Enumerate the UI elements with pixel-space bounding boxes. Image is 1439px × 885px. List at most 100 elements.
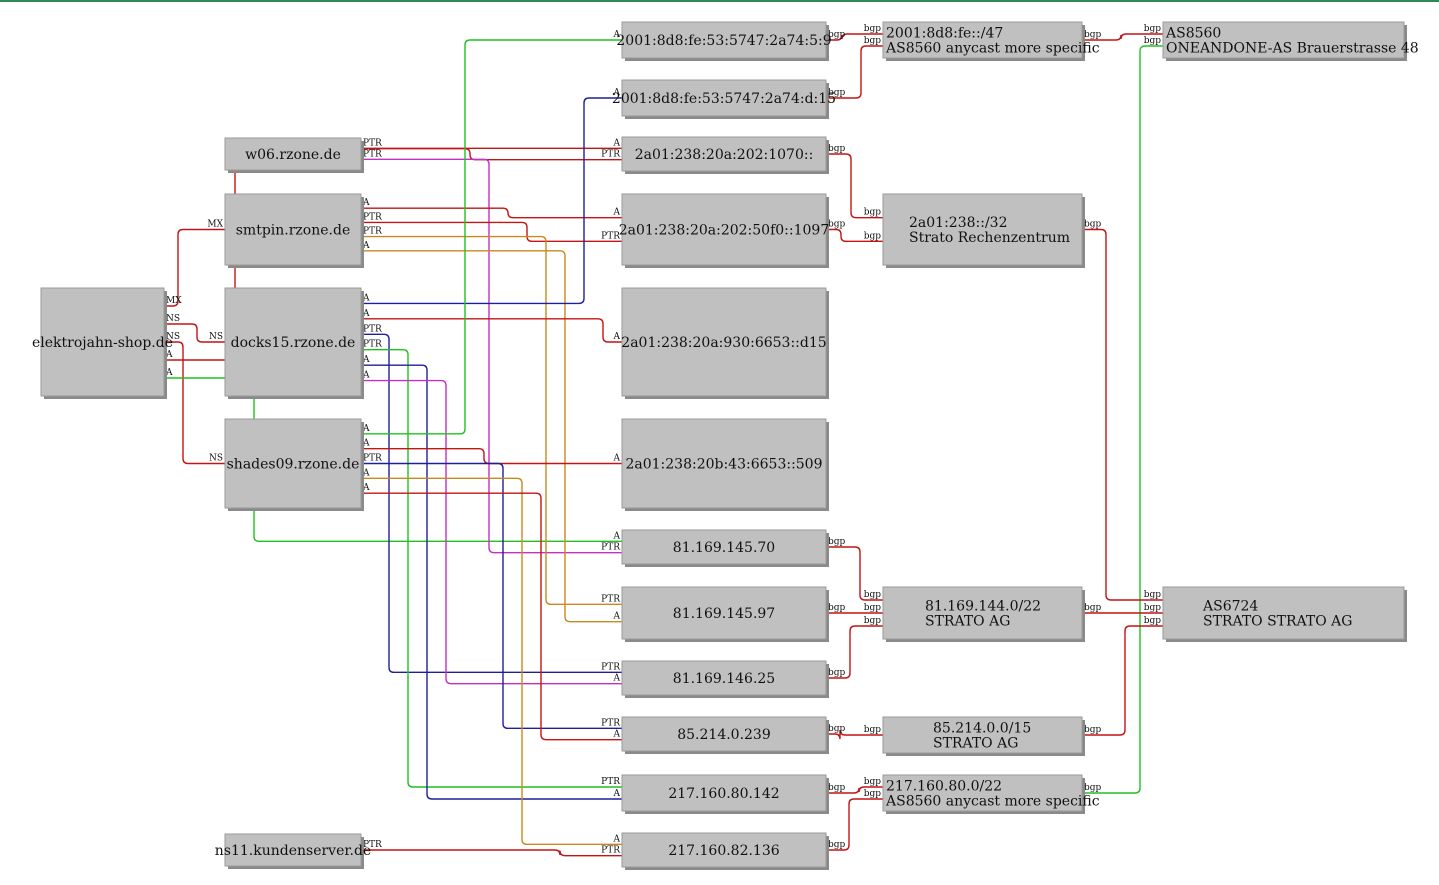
edge-label: A: [613, 730, 621, 740]
node-label: docks15.rzone.de: [231, 335, 356, 351]
edge-docks15-v6-d15: AA: [361, 88, 622, 305]
edge-label: A: [613, 674, 621, 684]
node-label: ONEANDONE-AS Brauerstrasse 48: [1166, 41, 1419, 57]
node-box: [224, 193, 362, 266]
edge-pfx-238-32-as6724: bgp bgp: [1082, 220, 1163, 601]
edge-label: bgp: [828, 783, 846, 793]
edge-label: PTR: [363, 840, 382, 850]
node-label: shades09.rzone.de: [227, 457, 360, 473]
node-box: [224, 418, 362, 509]
edge-label: bgp: [828, 220, 846, 230]
edge-label: PTR: [601, 150, 620, 160]
edge-line: [826, 729, 883, 740]
edge-label: A: [613, 834, 621, 844]
edge-line: [361, 250, 622, 623]
node-box: [40, 287, 165, 397]
edge-label: A: [362, 468, 370, 478]
node-box: [224, 833, 362, 867]
edge-shades09-v6-509: AA: [361, 439, 622, 465]
edge-pfx-217-22-as8560: bgp bgp: [1082, 36, 1163, 794]
edge-label: bgp: [828, 668, 846, 678]
edge-line: [361, 447, 622, 465]
edge-label: PTR: [363, 227, 382, 237]
edge-label: A: [165, 368, 173, 378]
edge-label: bgp: [828, 537, 846, 547]
node-label: STRATO STRATO AG: [1203, 614, 1352, 630]
node-box: [621, 136, 827, 172]
node-box: [882, 586, 1083, 640]
edge-label: bgp: [1084, 725, 1102, 735]
edge-label: PTR: [363, 324, 382, 334]
edges-layer: MXMXNSNSNSNSAAAAPTRPTRPTRPTRAAPTRPTRPTRP…: [164, 24, 1163, 857]
edge-label: A: [613, 30, 621, 40]
node-ip97: 81.169.145.97: [621, 586, 829, 642]
node-label: 2a01:238:20a:202:50f0::1097: [619, 223, 830, 239]
edge-label: bgp: [1084, 220, 1102, 230]
edge-line: [826, 33, 883, 41]
edge-line: [361, 97, 622, 305]
edge-line: [826, 228, 883, 243]
node-label: 217.160.80.142: [668, 786, 779, 802]
node-label: Strato Rechenzentrum: [909, 230, 1070, 246]
edge-label: A: [613, 332, 621, 342]
edge-smtpin-ip97: PTR PTR: [361, 227, 622, 606]
edge-label: A: [362, 198, 370, 208]
node-label: AS6724: [1202, 599, 1258, 615]
node-smtpin: smtpin.rzone.de: [224, 193, 364, 268]
node-box: [882, 21, 1083, 59]
edge-line: [826, 153, 883, 219]
edge-line: [1082, 33, 1163, 41]
edge-label: PTR: [363, 149, 382, 159]
node-box: [224, 137, 362, 171]
node-label: ns11.kundenserver.de: [215, 843, 371, 859]
node-label: 217.160.82.136: [668, 843, 779, 859]
node-box: [621, 79, 827, 117]
node-ip25: 81.169.146.25: [621, 660, 829, 698]
edge-label: A: [613, 789, 621, 799]
node-label: 81.169.145.97: [673, 606, 775, 622]
node-box: [1162, 21, 1405, 59]
node-label: 85.214.0.239: [677, 727, 771, 743]
edge-shades09-v6-59: AA: [361, 30, 622, 435]
edge-label: NS: [209, 454, 223, 464]
node-box: [882, 193, 1083, 266]
node-v6-6653d15: 2a01:238:20a:930:6653::d15: [621, 287, 829, 399]
edge-label: PTR: [601, 594, 620, 604]
node-shades09: shades09.rzone.de: [224, 418, 364, 511]
edge-line: [361, 207, 622, 219]
edge-label: bgp: [864, 208, 882, 218]
edge-label: PTR: [601, 718, 620, 728]
edge-label: A: [362, 355, 370, 365]
nodes-layer: elektrojahn-shop.dew06.rzone.desmtpin.rz…: [32, 21, 1419, 870]
edge-line: [1082, 45, 1163, 794]
edge-line: [164, 228, 225, 307]
node-box: [621, 716, 827, 752]
edge-line: [361, 364, 622, 800]
edge-label: NS: [166, 332, 180, 342]
edge-label: A: [362, 309, 370, 319]
edge-elektrojahn-shades09: NS NS: [164, 332, 225, 465]
edge-label: bgp: [864, 789, 882, 799]
edge-label: PTR: [363, 340, 382, 350]
edge-line: [164, 341, 225, 465]
edge-line: [826, 625, 883, 679]
edge-label: bgp: [864, 616, 882, 626]
edge-label: NS: [166, 314, 180, 324]
edge-label: NS: [209, 332, 223, 342]
node-label: AS8560 anycast more specific: [885, 794, 1100, 810]
edge-label: bgp: [1084, 30, 1102, 40]
edge-label: bgp: [1144, 24, 1162, 34]
edge-docks15-ip142: AA: [361, 355, 622, 800]
edge-label: bgp: [1144, 590, 1162, 600]
top-border: [0, 0, 1439, 2]
edge-label: bgp: [864, 36, 882, 46]
edge-label: bgp: [1144, 616, 1162, 626]
node-ns11: ns11.kundenserver.de: [215, 833, 371, 869]
edge-label: bgp: [864, 231, 882, 241]
edge-line: [1082, 228, 1163, 601]
